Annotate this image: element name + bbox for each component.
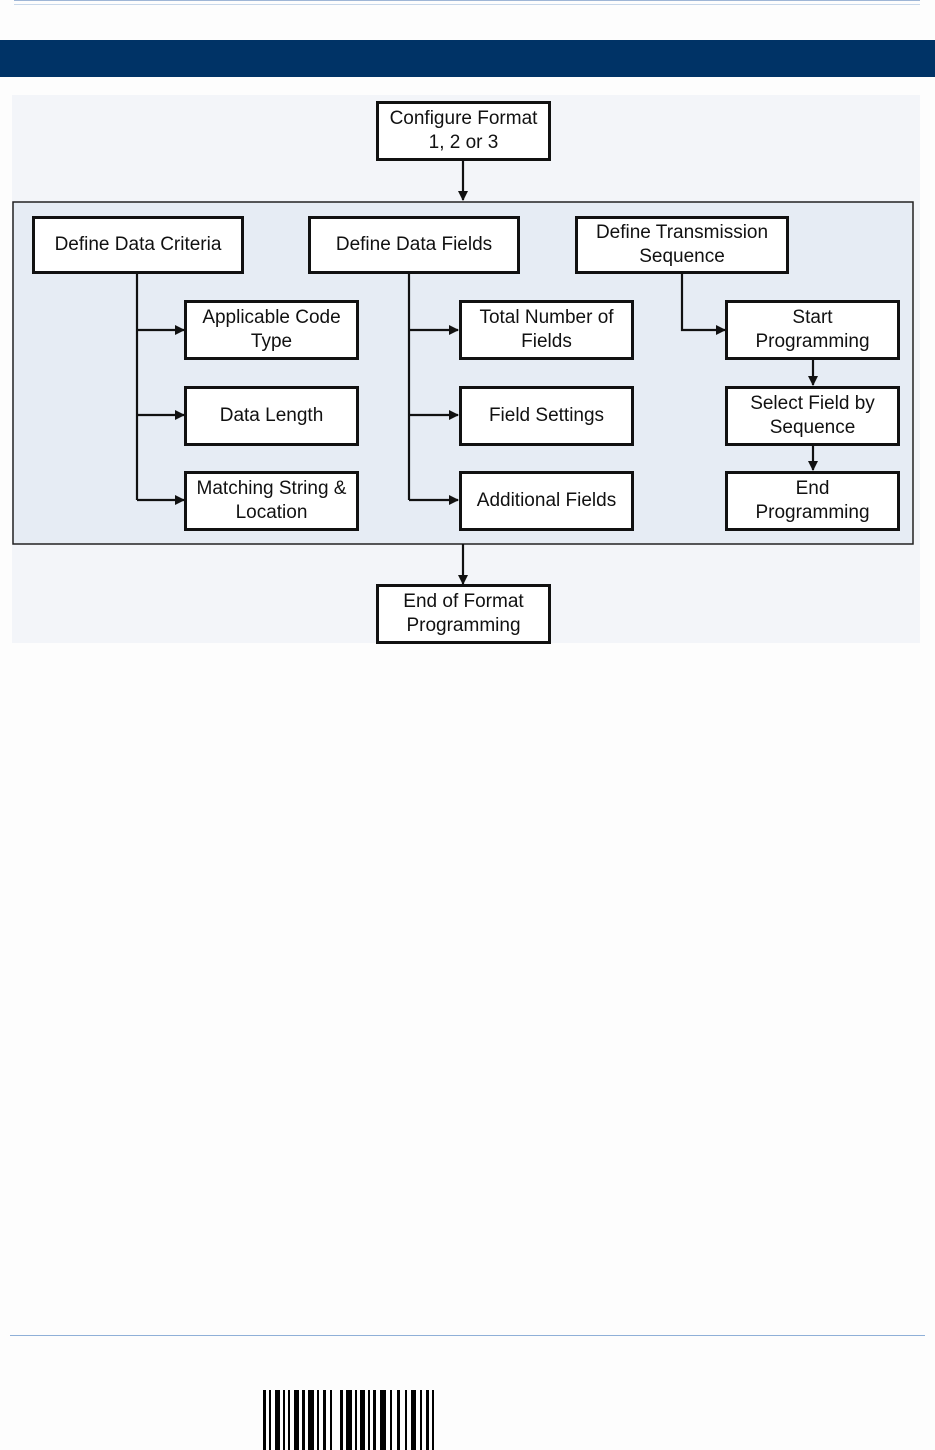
top-rule	[14, 0, 920, 5]
format-flowchart: Configure Format 1, 2 or 3 Define Data C…	[0, 95, 935, 655]
header-band	[0, 40, 935, 77]
define-transmission-sequence-box: Define Transmission Sequence	[575, 216, 789, 274]
additional-fields-box: Additional Fields	[459, 471, 634, 531]
data-length-box: Data Length	[184, 386, 359, 446]
matching-string-box: Matching String & Location	[184, 471, 359, 531]
flowchart-connectors	[12, 95, 920, 643]
end-of-format-programming-box: End of Format Programming	[376, 584, 551, 644]
select-field-by-sequence-box: Select Field by Sequence	[725, 386, 900, 446]
barcode-image	[263, 1390, 434, 1450]
footer-rule	[10, 1335, 925, 1336]
define-data-fields-box: Define Data Fields	[308, 216, 520, 274]
configure-format-box: Configure Format 1, 2 or 3	[376, 101, 551, 161]
start-programming-box: Start Programming	[725, 300, 900, 360]
end-programming-box: End Programming	[725, 471, 900, 531]
applicable-code-type-box: Applicable Code Type	[184, 300, 359, 360]
total-number-of-fields-box: Total Number of Fields	[459, 300, 634, 360]
field-settings-box: Field Settings	[459, 386, 634, 446]
arrow-to-start-programming	[680, 273, 726, 335]
define-data-criteria-box: Define Data Criteria	[32, 216, 244, 274]
